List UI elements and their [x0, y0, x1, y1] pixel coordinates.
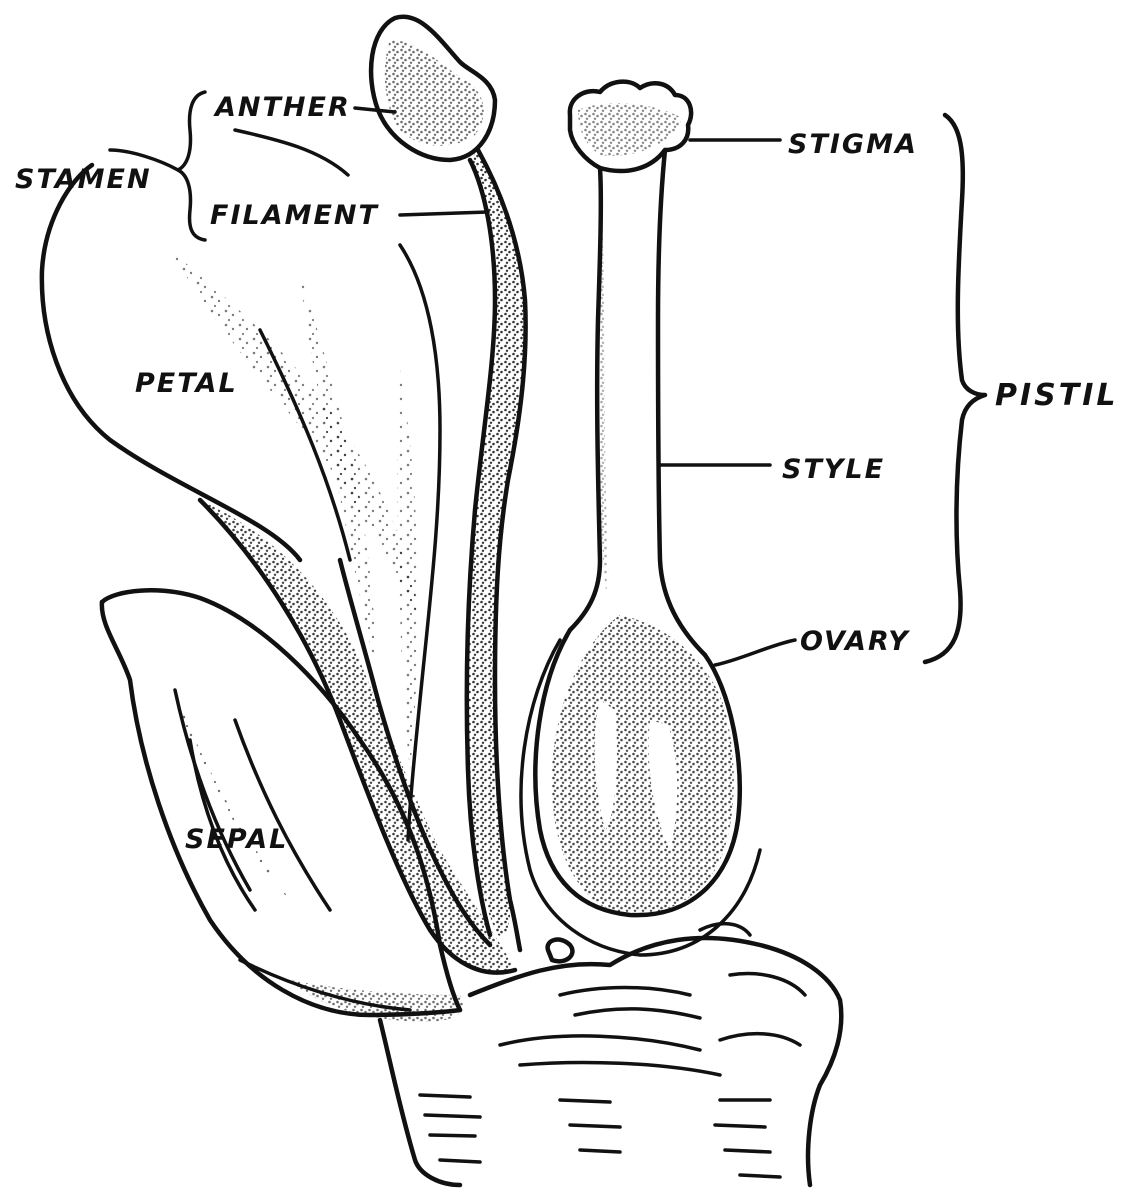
label-pistil: PISTIL [995, 378, 1119, 413]
label-stigma: STIGMA [788, 129, 918, 160]
label-style: STYLE [782, 454, 885, 485]
label-anther: ANTHER [213, 92, 351, 123]
annotation-lines [110, 92, 985, 665]
receptacle [380, 924, 841, 1185]
pistil-shape [521, 82, 760, 955]
label-petal: PETAL [135, 368, 238, 399]
label-stamen: STAMEN [15, 164, 152, 195]
label-filament: FILAMENT [210, 200, 379, 231]
label-sepal: SEPAL [185, 824, 288, 855]
label-ovary: OVARY [800, 626, 910, 657]
